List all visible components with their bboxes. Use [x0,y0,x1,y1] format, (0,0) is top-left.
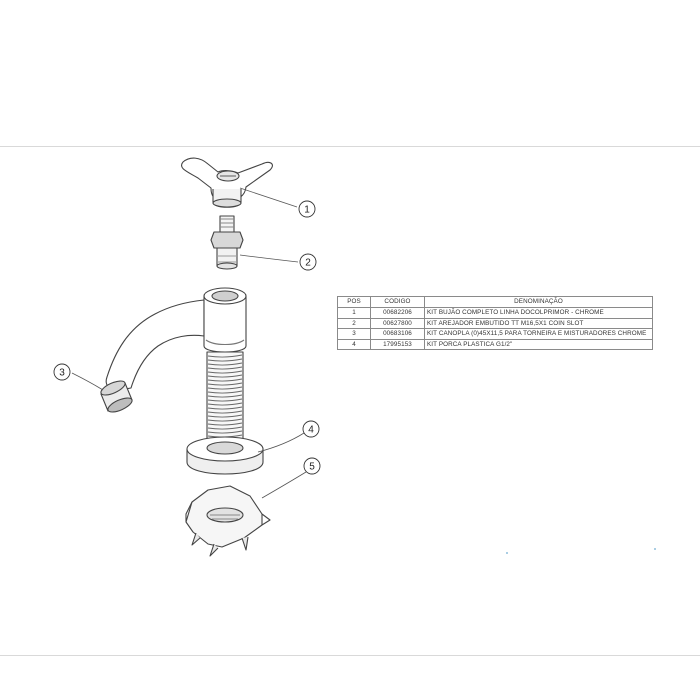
plastic-nut-part [185,485,271,557]
cell-code: 00683106 [370,328,425,340]
cell-pos: 1 [337,307,371,319]
table-row: 2 00627800 KIT AREJADOR EMBUTIDO TT M16,… [337,317,653,329]
table-header-row: POS CODIGO DENOMINAÇÃO [337,296,653,308]
cartridge-part [210,215,244,270]
table-row: 4 17995153 KIT PORCA PLASTICA G1/2" [337,338,653,350]
cell-code: 17995153 [370,338,425,350]
svg-text:4: 4 [308,425,314,436]
header-name: DENOMINAÇÃO [424,296,653,308]
cell-name: KIT PORCA PLASTICA G1/2" [424,338,653,350]
header-pos: POS [337,296,371,308]
speck-mark [654,548,656,550]
bottom-divider [0,655,700,656]
svg-text:3: 3 [59,368,65,379]
callout-2: 2 [299,253,317,271]
canopy-flange-part [186,436,264,475]
threaded-shank [206,351,244,449]
top-divider [0,146,700,147]
cell-pos: 4 [337,338,371,350]
callout-5: 5 [303,457,321,475]
callout-1: 1 [298,200,316,218]
cell-code: 00627800 [370,317,425,329]
table-row: 1 00682206 KIT BUJÃO COMPLETO LINHA DOCO… [337,307,653,319]
faucet-body-part [105,287,247,391]
cell-code: 00682206 [370,307,425,319]
speck-mark [506,552,508,554]
cell-name: KIT CANOPLA (0)45X11,5 PARA TORNEIRA E M… [424,328,653,340]
header-code: CODIGO [370,296,425,308]
svg-text:1: 1 [304,205,310,216]
cross-handle-part [180,157,273,208]
callouts: 1 2 3 4 5 [53,200,321,475]
callout-4: 4 [302,420,320,438]
table-row: 3 00683106 KIT CANOPLA (0)45X11,5 PARA T… [337,328,653,340]
cell-name: KIT AREJADOR EMBUTIDO TT M16,5X1 COIN SL… [424,317,653,329]
cell-name: KIT BUJÃO COMPLETO LINHA DOCOLPRIMOR - C… [424,307,653,319]
cell-pos: 3 [337,328,371,340]
parts-table: POS CODIGO DENOMINAÇÃO 1 00682206 KIT BU… [337,296,653,350]
callout-3: 3 [53,363,71,381]
svg-text:2: 2 [305,258,311,269]
cell-pos: 2 [337,317,371,329]
svg-text:5: 5 [309,462,315,473]
aerator-part [100,380,133,413]
